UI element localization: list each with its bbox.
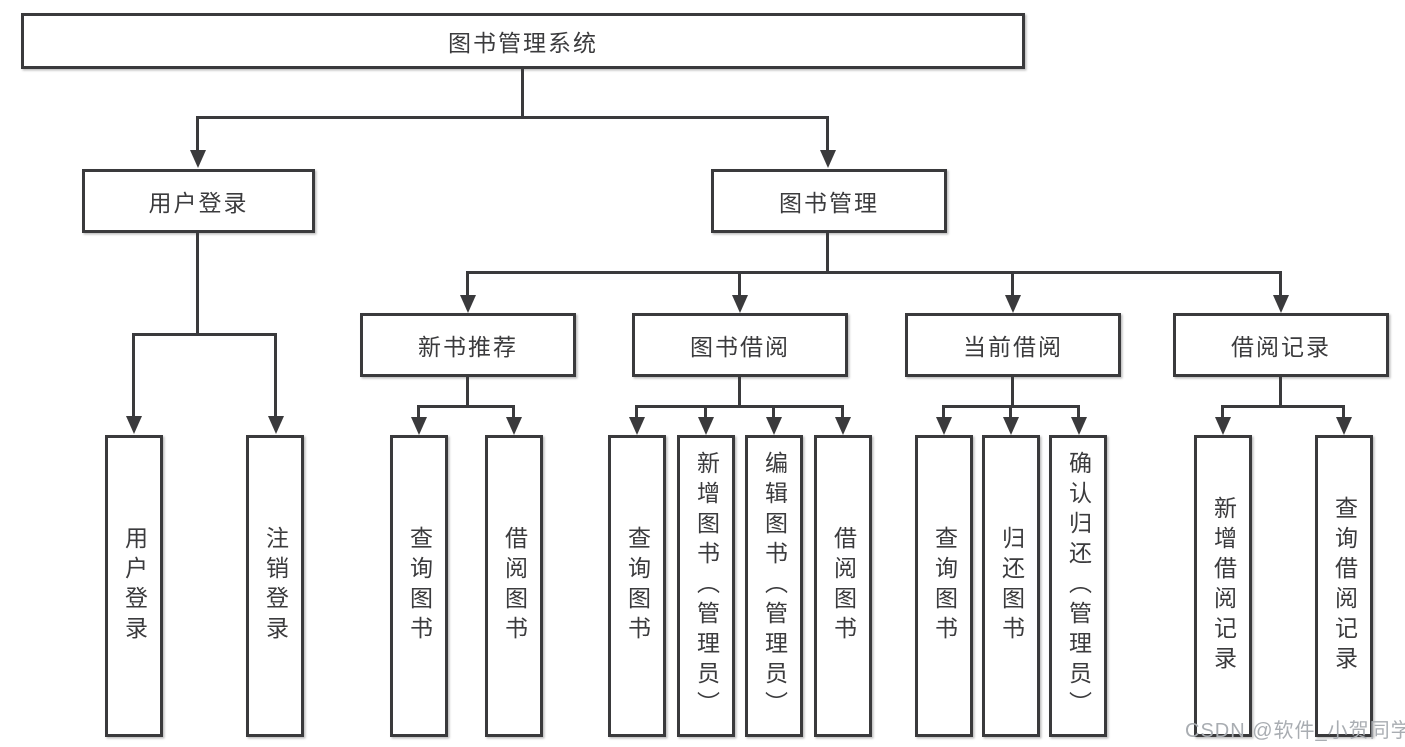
csdn-watermark: CSDN @软件_小贺同学 — [1185, 720, 1405, 742]
connector-line — [196, 116, 829, 119]
connector-line — [942, 405, 945, 419]
connector-line — [1342, 405, 1345, 419]
connector-line — [1077, 405, 1080, 419]
connector-line — [635, 405, 638, 419]
leaf-borrow-book: 借阅图书 — [814, 435, 872, 737]
connector-line — [1279, 377, 1282, 408]
connector-line — [466, 271, 469, 297]
arrow-down-icon — [629, 417, 645, 435]
arrow-down-icon — [190, 150, 206, 168]
leaf-edit-book-admin: 编辑图书（管理员） — [745, 435, 803, 737]
arrow-down-icon — [126, 416, 142, 434]
connector-line — [417, 405, 420, 419]
connector-line — [1279, 271, 1282, 297]
connector-line — [738, 377, 741, 408]
connector-line — [466, 271, 1282, 274]
leaf-search-book-borrow: 查询图书 — [608, 435, 666, 737]
leaf-user-login: 用户登录 — [105, 435, 163, 737]
arrow-down-icon — [1215, 417, 1231, 435]
connector-line — [841, 405, 844, 419]
arrow-down-icon — [732, 295, 748, 313]
arrow-down-icon — [460, 295, 476, 313]
connector-line — [1221, 405, 1224, 419]
arrow-down-icon — [698, 417, 714, 435]
arrow-down-icon — [820, 150, 836, 168]
arrow-down-icon — [268, 416, 284, 434]
connector-line — [738, 271, 741, 297]
leaf-search-borrow-record: 查询借阅记录 — [1315, 435, 1373, 737]
arrow-down-icon — [1273, 295, 1289, 313]
arrow-down-icon — [835, 417, 851, 435]
node-current-borrow: 当前借阅 — [905, 313, 1121, 377]
connector-line — [512, 405, 515, 419]
connector-line — [274, 333, 277, 417]
connector-line — [772, 405, 775, 419]
arrow-down-icon — [1336, 417, 1352, 435]
leaf-logout: 注销登录 — [246, 435, 304, 737]
arrow-down-icon — [766, 417, 782, 435]
leaf-confirm-return-admin: 确认归还（管理员） — [1049, 435, 1107, 737]
connector-line — [1009, 405, 1012, 419]
node-new-book-recommend: 新书推荐 — [360, 313, 576, 377]
arrow-down-icon — [1003, 417, 1019, 435]
leaf-borrow-book-recommend: 借阅图书 — [485, 435, 543, 737]
connector-line — [521, 69, 524, 117]
arrow-down-icon — [506, 417, 522, 435]
leaf-return-book: 归还图书 — [982, 435, 1040, 737]
connector-line — [417, 405, 515, 408]
connector-line — [466, 377, 469, 408]
arrow-down-icon — [411, 417, 427, 435]
node-book-management: 图书管理 — [711, 169, 947, 233]
connector-line — [1221, 405, 1345, 408]
node-user-login: 用户登录 — [82, 169, 315, 233]
node-library-system: 图书管理系统 — [21, 13, 1025, 69]
leaf-search-book-recommend: 查询图书 — [390, 435, 448, 737]
connector-line — [132, 333, 135, 417]
node-borrow-records: 借阅记录 — [1173, 313, 1389, 377]
leaf-add-borrow-record: 新增借阅记录 — [1194, 435, 1252, 737]
connector-line — [826, 233, 829, 274]
connector-line — [635, 405, 844, 408]
connector-line — [132, 333, 277, 336]
connector-line — [704, 405, 707, 419]
connector-line — [196, 116, 199, 152]
arrow-down-icon — [936, 417, 952, 435]
connector-line — [196, 233, 199, 335]
leaf-search-book-current: 查询图书 — [915, 435, 973, 737]
connector-line — [1011, 271, 1014, 297]
node-book-borrow: 图书借阅 — [632, 313, 848, 377]
connector-line — [1011, 377, 1014, 408]
arrow-down-icon — [1071, 417, 1087, 435]
connector-line — [826, 116, 829, 152]
leaf-add-book-admin: 新增图书（管理员） — [677, 435, 735, 737]
arrow-down-icon — [1005, 295, 1021, 313]
